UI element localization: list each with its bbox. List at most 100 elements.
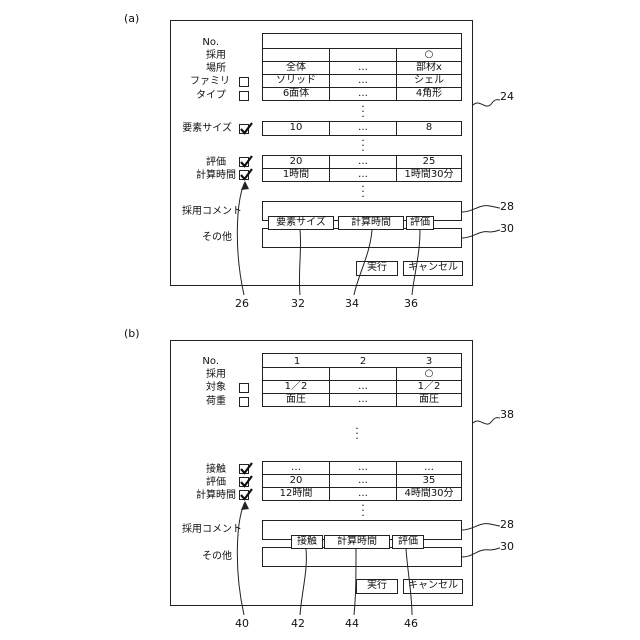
cell-type-2: … — [329, 87, 397, 101]
cell-place-1: 全体 — [262, 61, 330, 75]
cell-calc-time-3: 4時間30分 — [396, 487, 462, 501]
vertical-ellipsis: ··· — [353, 138, 373, 153]
cell-target-1: 1／2 — [262, 380, 330, 394]
checkbox-evaluation[interactable] — [239, 157, 249, 167]
vertical-ellipsis: ··· — [353, 503, 373, 518]
cell-element-size-3: 8 — [396, 121, 462, 136]
tag-calc-time[interactable]: 計算時間 — [324, 535, 390, 549]
vertical-ellipsis: ··· — [347, 426, 367, 441]
label-other: その他 — [202, 550, 232, 563]
label-family: ファミリ — [190, 75, 230, 88]
cell-type-3: 4角形 — [396, 87, 462, 101]
ref-other-b: 30 — [500, 540, 514, 553]
ref-panel-a: 24 — [500, 90, 514, 103]
ref-tag1-a: 32 — [291, 297, 305, 310]
check-mark-icon — [239, 168, 253, 182]
ref-tag2-a: 34 — [345, 297, 359, 310]
cell-adopt-1 — [262, 48, 330, 62]
checkbox-type[interactable] — [239, 91, 249, 101]
ref-comment-b: 28 — [500, 518, 514, 531]
cell-adopt-2 — [329, 48, 397, 62]
cell-contact-2: … — [329, 461, 397, 475]
cell-contact-1: … — [262, 461, 330, 475]
checkbox-load[interactable] — [239, 397, 249, 407]
cell-evaluation-1: 20 — [262, 155, 330, 169]
tag-evaluation[interactable]: 評価 — [406, 216, 434, 230]
header-row-box — [262, 33, 462, 49]
cell-place-2: … — [329, 61, 397, 75]
cell-evaluation-2: … — [329, 155, 397, 169]
cell-contact-3: … — [396, 461, 462, 475]
label-load: 荷重 — [206, 395, 226, 408]
label-adopt: 採用 — [206, 368, 226, 381]
cell-evaluation-1: 20 — [262, 474, 330, 488]
checkbox-contact[interactable] — [239, 464, 249, 474]
cell-adopt-1 — [262, 367, 330, 381]
label-place: 場所 — [206, 62, 226, 75]
label-target: 対象 — [206, 381, 226, 394]
label-type: タイプ — [196, 89, 226, 102]
checkbox-calc-time[interactable] — [239, 490, 249, 500]
other-field[interactable] — [262, 547, 462, 567]
cancel-button[interactable]: キャンセル — [403, 261, 463, 276]
other-field[interactable] — [262, 228, 462, 248]
check-mark-icon — [239, 155, 253, 169]
cell-type-1: 6面体 — [262, 87, 330, 101]
tag-evaluation[interactable]: 評価 — [392, 535, 424, 549]
cell-evaluation-3: 35 — [396, 474, 462, 488]
label-calc-time: 計算時間 — [196, 169, 236, 182]
ref-tag3-b: 46 — [404, 617, 418, 630]
vertical-ellipsis: ··· — [353, 184, 373, 199]
cell-load-2: … — [329, 393, 397, 407]
run-button[interactable]: 実行 — [356, 261, 398, 276]
cell-evaluation-2: … — [329, 474, 397, 488]
cell-target-3: 1／2 — [396, 380, 462, 394]
check-mark-icon — [239, 488, 253, 502]
check-mark-icon — [239, 475, 253, 489]
tag-contact[interactable]: 接触 — [291, 535, 323, 549]
ref-tag3-a: 36 — [404, 297, 418, 310]
cell-family-3: シェル — [396, 74, 462, 88]
label-adopt: 採用 — [206, 49, 226, 62]
tag-calc-time[interactable]: 計算時間 — [338, 216, 404, 230]
label-evaluation: 評価 — [206, 156, 226, 169]
run-button[interactable]: 実行 — [356, 579, 398, 594]
label-contact: 接触 — [206, 463, 226, 476]
ref-checkbox-b: 40 — [235, 617, 249, 630]
cell-family-1: ソリッド — [262, 74, 330, 88]
cancel-button[interactable]: キャンセル — [403, 579, 463, 594]
label-adopt-comment: 採用コメント — [182, 205, 242, 218]
ref-tag2-b: 44 — [345, 617, 359, 630]
ref-checkbox-a: 26 — [235, 297, 249, 310]
checkbox-family[interactable] — [239, 77, 249, 87]
ref-comment-a: 28 — [500, 200, 514, 213]
cell-calc-time-1: 1時間 — [262, 168, 330, 182]
label-calc-time: 計算時間 — [196, 489, 236, 502]
ref-panel-b: 38 — [500, 408, 514, 421]
cell-place-3: 部材x — [396, 61, 462, 75]
cell-evaluation-3: 25 — [396, 155, 462, 169]
cell-family-2: … — [329, 74, 397, 88]
caption-a: (a) — [124, 12, 139, 25]
caption-b: (b) — [124, 327, 140, 340]
checkbox-calc-time[interactable] — [239, 170, 249, 180]
label-evaluation: 評価 — [206, 476, 226, 489]
check-mark-icon — [239, 462, 253, 476]
checkbox-target[interactable] — [239, 383, 249, 393]
checkbox-evaluation[interactable] — [239, 477, 249, 487]
checkbox-element-size[interactable] — [239, 124, 249, 134]
cell-calc-time-3: 1時間30分 — [396, 168, 462, 182]
label-adopt-comment: 採用コメント — [182, 523, 242, 536]
ref-tag1-b: 42 — [291, 617, 305, 630]
cell-adopt-3: ○ — [396, 367, 462, 381]
label-no: No. — [202, 355, 219, 368]
cell-calc-time-1: 12時間 — [262, 487, 330, 501]
vertical-ellipsis: ··· — [353, 104, 373, 119]
leader-panel-b — [473, 418, 500, 425]
leader-panel-a — [473, 100, 500, 107]
cell-element-size-1: 10 — [262, 121, 330, 136]
label-other: その他 — [202, 231, 232, 244]
tag-element-size[interactable]: 要素サイズ — [268, 216, 334, 230]
check-mark-icon — [239, 122, 253, 136]
cell-load-1: 面圧 — [262, 393, 330, 407]
